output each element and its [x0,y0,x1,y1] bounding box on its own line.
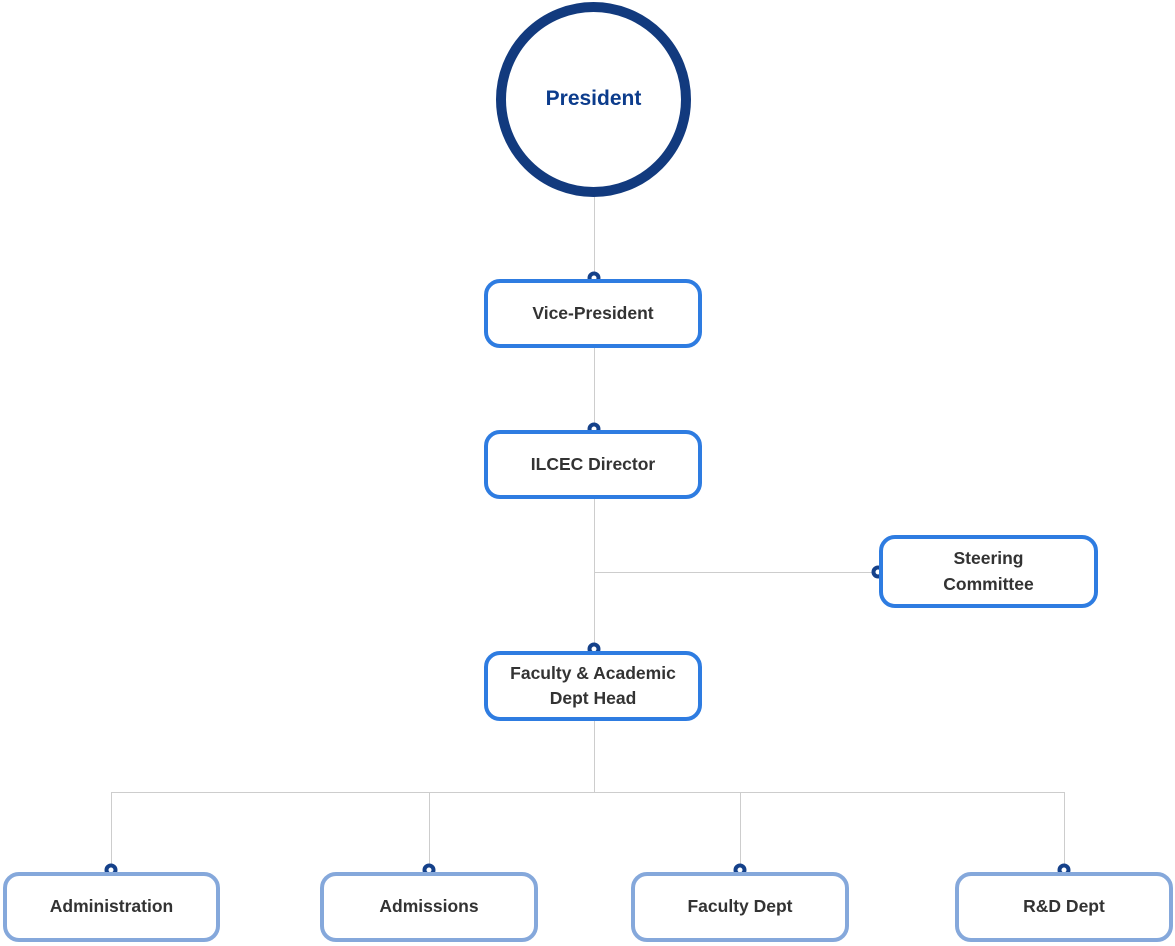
node-president: President [496,2,691,197]
connector-vicepresident-ilcecdirector [594,347,595,429]
node-admissions-label: Admissions [379,896,479,917]
node-vice-president: Vice-President [484,279,702,348]
node-steering-committee: Steering Committee [879,535,1098,608]
node-faculty-dept-label: Faculty Dept [687,896,793,917]
connector-ilcecdirector-facultyhead [594,498,595,649]
node-administration: Administration [3,872,220,942]
connector-drop-rd-dept [1064,792,1065,870]
node-admissions: Admissions [320,872,538,942]
node-faculty-academic-dept-head: Faculty & Academic Dept Head [484,651,702,721]
node-faculty-dept: Faculty Dept [631,872,849,942]
node-faculty-academic-dept-head-label: Faculty & Academic Dept Head [510,662,676,708]
connector-president-vicepresident [594,196,595,278]
connector-drop-administration [111,792,112,870]
connector-distributor [111,792,1065,793]
connector-drop-admissions [429,792,430,870]
node-president-label: President [545,87,642,111]
connector-drop-faculty-dept [740,792,741,870]
node-vice-president-label: Vice-President [532,302,654,323]
connector-branch-steering-committee [594,572,879,573]
node-rd-dept-label: R&D Dept [1023,896,1105,917]
node-rd-dept: R&D Dept [955,872,1173,942]
node-administration-label: Administration [49,896,174,917]
node-ilcec-director: ILCEC Director [484,430,702,499]
connector-facultyhead-distributor [594,721,595,793]
node-steering-committee-label: Steering Committee [943,548,1034,594]
node-ilcec-director-label: ILCEC Director [530,453,656,474]
